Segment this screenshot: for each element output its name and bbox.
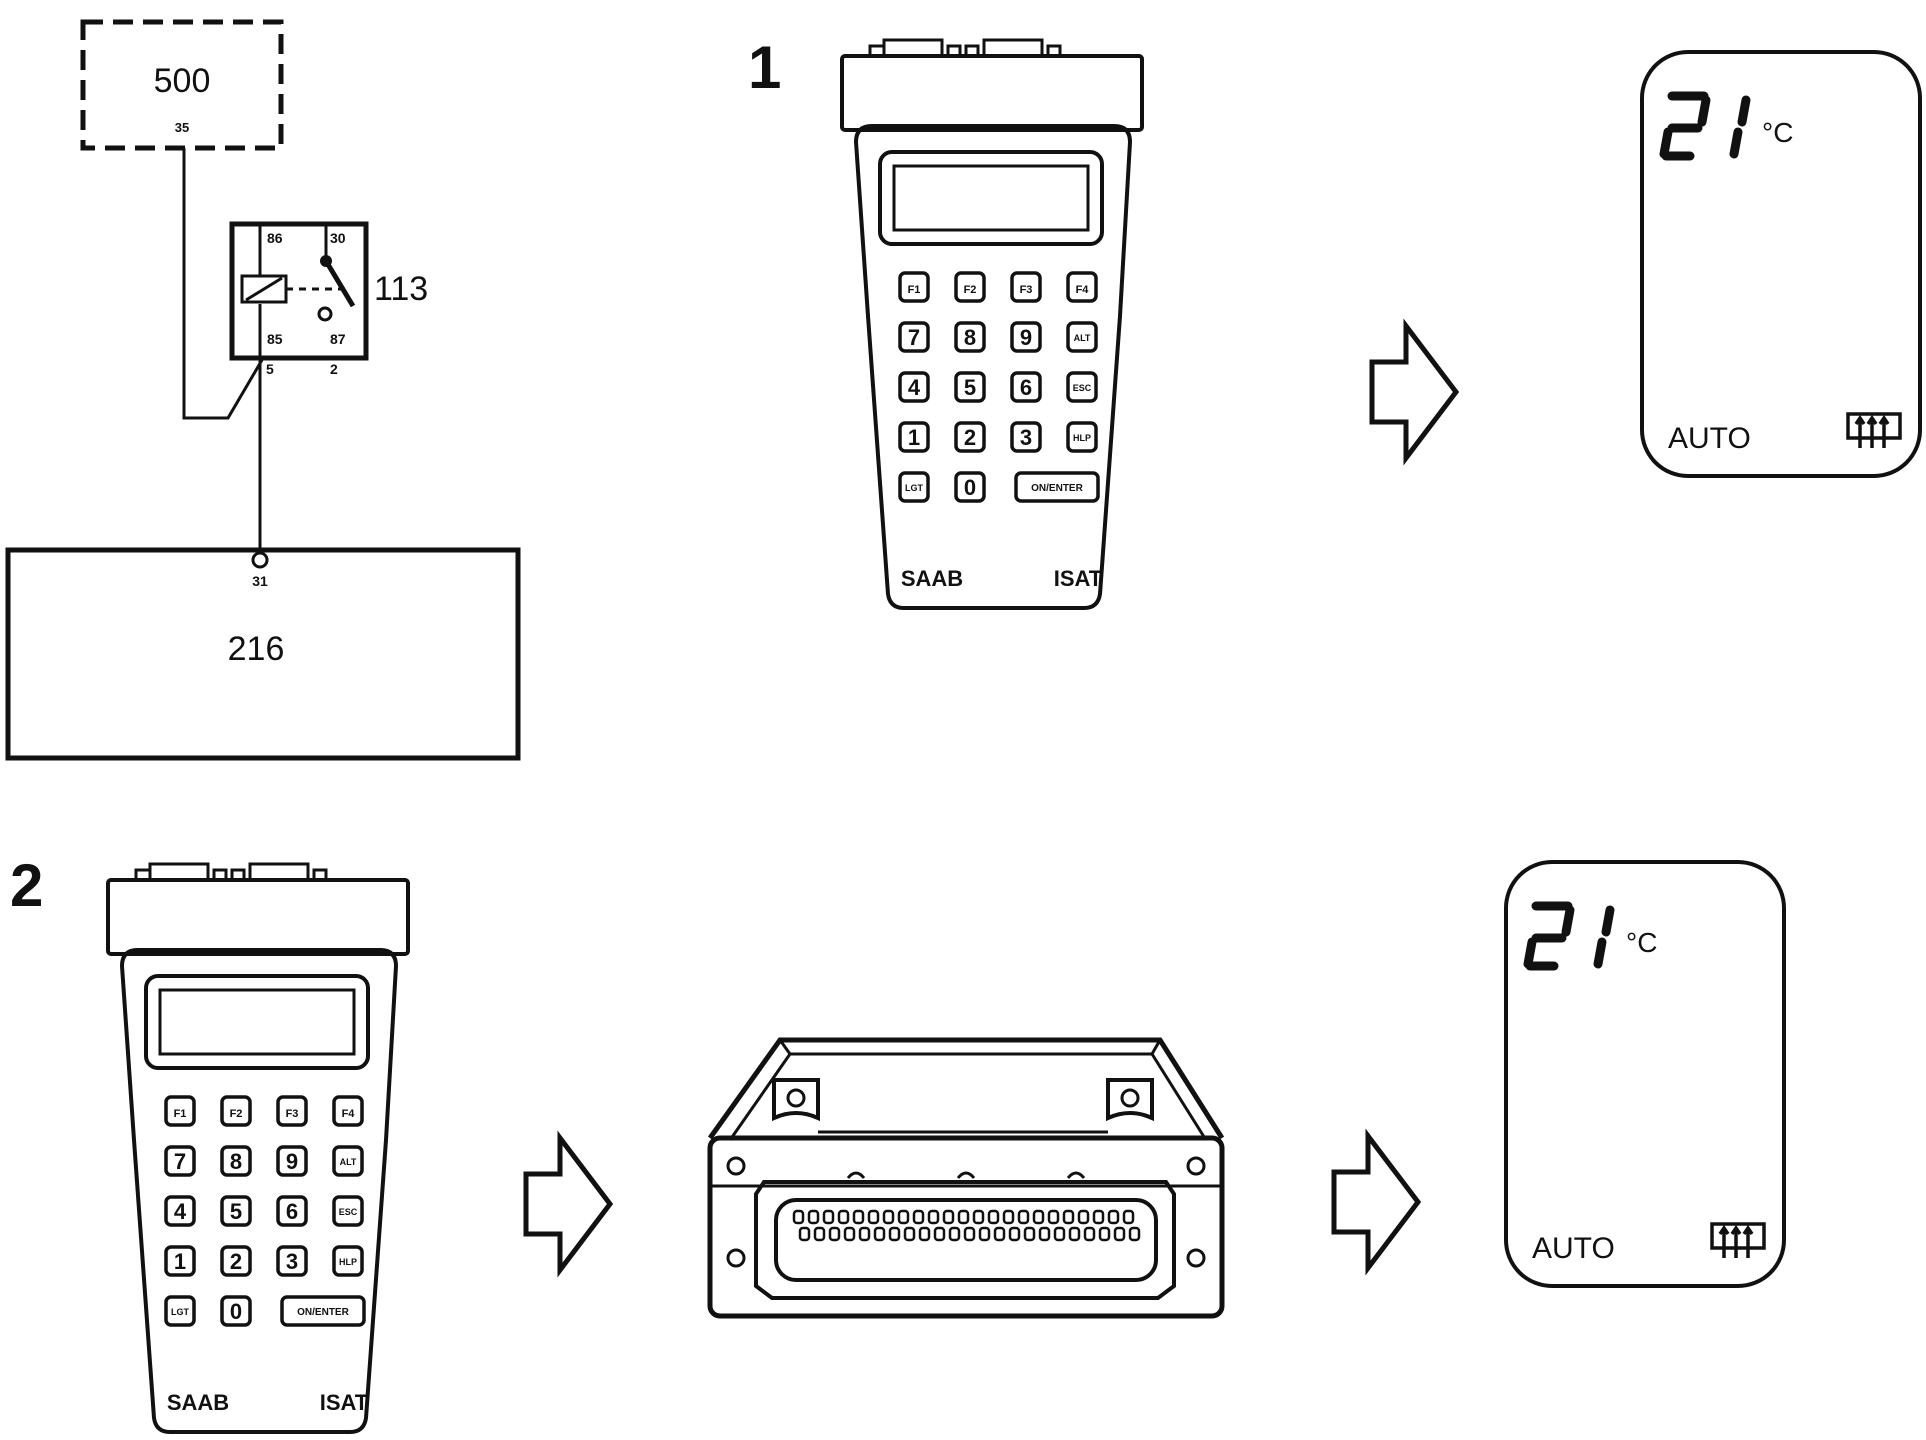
key-5: 5 — [964, 375, 976, 400]
relay-113-label: 113 — [374, 270, 428, 308]
key-6: 6 — [286, 1199, 298, 1224]
key-f4: F4 — [1076, 284, 1090, 296]
key-9: 9 — [286, 1149, 298, 1174]
key-f1: F1 — [174, 1108, 187, 1120]
relay-pin-87: 87 — [330, 331, 346, 347]
component-500-label: 500 — [154, 62, 211, 100]
key-7: 7 — [174, 1149, 186, 1174]
key-f2: F2 — [230, 1108, 243, 1120]
mode-label: AUTO — [1532, 1232, 1615, 1265]
wiring-schematic: 500 35 86 30 85 87 5 2 113 31 216 — [5, 19, 521, 761]
key-f4: F4 — [342, 1108, 356, 1120]
key-0: 0 — [964, 475, 976, 500]
mode-label: AUTO — [1668, 422, 1751, 455]
isat-tester-2: F1 F2 F3 F4 7 8 9 ALT 4 5 6 ESC 1 2 3 HL… — [106, 862, 410, 1434]
key-f2: F2 — [964, 284, 977, 296]
key-alt: ALT — [340, 1157, 357, 1167]
key-lgt: LGT — [905, 483, 923, 493]
relay-pin-85: 85 — [267, 331, 283, 347]
climate-control-module — [707, 1037, 1225, 1319]
component-500-box — [80, 19, 284, 151]
key-4: 4 — [174, 1199, 187, 1224]
key-esc: ESC — [339, 1207, 358, 1217]
arrow-right-icon — [1334, 1136, 1418, 1268]
relay-pin-30: 30 — [330, 230, 346, 246]
tester-model: ISAT — [1054, 566, 1103, 591]
pin-31-label: 31 — [252, 573, 268, 589]
relay-switch-arm — [323, 259, 356, 308]
key-lgt: LGT — [171, 1307, 189, 1317]
component-216-label: 216 — [228, 630, 285, 668]
tester-brand: SAAB — [167, 1390, 229, 1415]
component-216-box — [5, 547, 521, 761]
climate-display-1: °C AUTO — [1642, 52, 1920, 476]
key-on-enter: ON/ENTER — [1031, 483, 1083, 494]
temp-unit: °C — [1762, 117, 1793, 148]
key-hlp: HLP — [339, 1257, 357, 1267]
key-alt: ALT — [1074, 333, 1091, 343]
key-5: 5 — [230, 1199, 242, 1224]
key-f1: F1 — [908, 284, 921, 296]
key-2: 2 — [230, 1249, 242, 1274]
temp-unit: °C — [1626, 927, 1657, 958]
pin-31-terminal — [251, 551, 269, 569]
step-2-label: 2 — [10, 852, 43, 919]
wire-35-to-relay — [182, 148, 264, 420]
key-8: 8 — [964, 325, 976, 350]
key-8: 8 — [230, 1149, 242, 1174]
key-f3: F3 — [286, 1108, 299, 1120]
pin-35-label: 35 — [175, 120, 189, 135]
key-2: 2 — [964, 425, 976, 450]
key-9: 9 — [1020, 325, 1032, 350]
tester-brand: SAAB — [901, 566, 963, 591]
key-0: 0 — [230, 1299, 242, 1324]
key-6: 6 — [1020, 375, 1032, 400]
relay-pin-86: 86 — [267, 230, 283, 246]
arrow-right-icon — [1372, 326, 1456, 458]
key-4: 4 — [908, 375, 921, 400]
key-1: 1 — [174, 1249, 186, 1274]
key-f3: F3 — [1020, 284, 1033, 296]
isat-tester-1: F1 F2 F3 F4 7 8 9 ALT 4 5 6 ESC 1 2 3 HL… — [840, 38, 1144, 610]
key-on-enter: ON/ENTER — [297, 1307, 349, 1318]
relay-conn-5: 5 — [266, 361, 274, 377]
tester-model: ISAT — [320, 1390, 369, 1415]
relay-contact-87 — [317, 306, 333, 322]
relay-113-box — [229, 221, 369, 361]
key-esc: ESC — [1073, 383, 1092, 393]
relay-conn-2: 2 — [330, 361, 338, 377]
key-7: 7 — [908, 325, 920, 350]
climate-display-2: °C AUTO — [1506, 862, 1784, 1286]
arrow-right-icon — [526, 1138, 610, 1270]
key-1: 1 — [908, 425, 920, 450]
key-hlp: HLP — [1073, 433, 1091, 443]
step-1-label: 1 — [748, 34, 781, 101]
key-3: 3 — [286, 1249, 298, 1274]
key-3: 3 — [1020, 425, 1032, 450]
